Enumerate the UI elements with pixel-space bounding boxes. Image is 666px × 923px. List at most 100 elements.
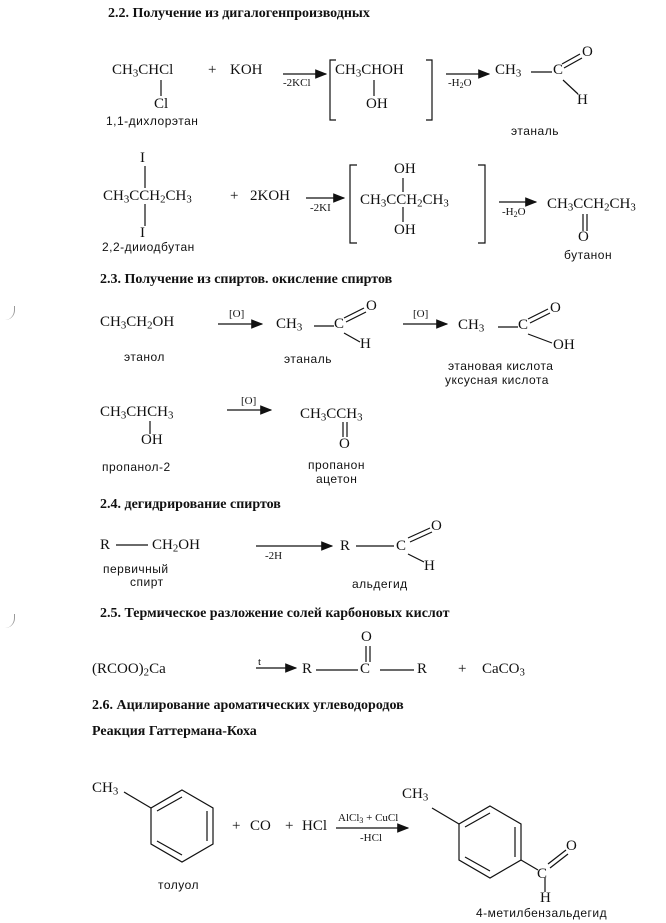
r3-reactant-name: этанол	[124, 350, 165, 364]
heading-section-2-5: 2.5. Термическое разложение солей карбон…	[100, 606, 450, 621]
aldehyde-ring-double-3	[464, 856, 491, 872]
r4-product: CH3CCH3	[300, 406, 363, 424]
r2-plus: +	[230, 188, 239, 204]
punch-hole-mark	[0, 306, 15, 320]
r3-p2-name-1: этановая кислота	[448, 359, 554, 373]
r6-product-r1: R	[302, 661, 313, 677]
r3-p1-ch3: CH3	[276, 316, 303, 334]
r1-product-ch3: CH3	[495, 62, 522, 80]
aldehyde-ring	[458, 805, 522, 879]
r6-reactant: (RCOO)2Ca	[92, 661, 166, 679]
r5-product-r: R	[340, 538, 351, 554]
r4-reactant: CH3CHCH3	[100, 404, 174, 422]
r1-intermediate-oh: OH	[366, 96, 388, 112]
r4-reactant-name: пропанол-2	[102, 460, 171, 474]
r5-product-name: альдегид	[352, 577, 408, 591]
r3-p2-c: C	[518, 317, 529, 333]
r7-product-name: 4-метилбензальдегид	[476, 906, 608, 920]
heading-section-2-4: 2.4. дегидрирование спиртов	[100, 497, 281, 512]
r7-product-o: O	[566, 838, 577, 854]
r2-intermediate: CH3CCH2CH3	[360, 192, 449, 210]
r3-p1-co-b	[345, 311, 367, 323]
punch-hole-mark	[0, 614, 15, 628]
r5-reactant-name-1: первичный	[103, 562, 169, 576]
r1-product-o: O	[582, 44, 593, 60]
r3-oxidant-1: [O]	[229, 308, 245, 320]
aldehyde-ch3-bond	[431, 807, 460, 825]
r3-p2-name-2: уксусная кислота	[445, 373, 549, 387]
r4-reactant-oh: OH	[141, 432, 163, 448]
r1-condition-1: -2KCl	[283, 77, 311, 89]
r5-condition: -2H	[265, 550, 283, 562]
r1-reactant: CH3CHCl	[112, 62, 174, 80]
r3-p2-oh: OH	[553, 337, 575, 353]
r7-reactant-name: толуол	[158, 878, 200, 892]
r1-ch-bond	[562, 79, 579, 95]
r6-byproduct: CaCO3	[482, 661, 525, 679]
toluene-ch3-bond	[123, 791, 152, 809]
r3-p1-c: C	[334, 316, 345, 332]
heading-section-2-6: 2.6. Ацилирование ароматических углеводо…	[92, 698, 404, 713]
r5-reactant-name-2: спирт	[130, 575, 164, 589]
r6-plus: +	[458, 661, 467, 677]
r2-product: CH3CCH2CH3	[547, 196, 636, 214]
r5-co-b	[409, 531, 433, 543]
r3-p1-co-a	[343, 307, 365, 319]
r7-plus-2: +	[285, 818, 294, 834]
r7-toluene-ch3: CH3	[92, 780, 119, 798]
subheading-gattermann-koch: Реакция Гаттермана-Коха	[92, 724, 257, 739]
r6-product-c: C	[360, 661, 371, 677]
heading-section-2-2: 2.2. Получение из дигалогенпроизводных	[108, 6, 370, 21]
r3-p1-ch	[343, 332, 361, 343]
r7-product-h: H	[540, 890, 551, 906]
r4-product-name-2: ацетон	[316, 472, 358, 486]
r1-condition-2: -H2O	[448, 77, 472, 90]
r4-oxidant: [O]	[241, 395, 257, 407]
r7-condition-top: AlCl3 + CuCl	[338, 812, 399, 825]
r5-ch	[407, 553, 425, 563]
r2-intermediate-oh-bottom: OH	[394, 222, 416, 238]
r7-co: CO	[250, 818, 271, 834]
r1-reactant-name: 1,1-дихлорэтан	[106, 114, 199, 128]
toluene-ring-double-1	[156, 796, 183, 812]
r5-co-a	[407, 527, 431, 539]
r1-product-h: H	[577, 92, 588, 108]
aldehyde-ring-double-1	[464, 812, 491, 828]
r2-condition-2: -H2O	[502, 206, 526, 219]
r3-p1-o: O	[366, 298, 377, 314]
r2-bracket-left	[349, 164, 357, 244]
r6-condition: t	[258, 656, 262, 668]
r5-r: R	[100, 537, 111, 553]
r3-oxidant-2: [O]	[413, 308, 429, 320]
r4-product-o: O	[339, 436, 350, 452]
r7-hcl: HCl	[302, 818, 328, 834]
aldehyde-co-b	[549, 853, 569, 869]
r3-p2-coh	[527, 333, 553, 344]
r2-iodine-top: I	[140, 150, 145, 166]
aldehyde-ring-c-bond	[520, 859, 539, 871]
r2-reactant: CH3CCH2CH3	[103, 188, 192, 206]
r5-product-o: O	[431, 518, 442, 534]
r6-product-o: O	[361, 629, 372, 645]
r1-product-c: C	[553, 62, 564, 78]
r5-product-c: C	[396, 538, 407, 554]
r3-p2-o: O	[550, 300, 561, 316]
r1-co-bond-a	[561, 53, 581, 65]
r1-bracket-right	[426, 59, 433, 121]
heading-section-2-3: 2.3. Получение из спиртов. окисление спи…	[100, 272, 393, 287]
r3-p2-co-a	[527, 308, 549, 320]
r4-product-name-1: пропанон	[308, 458, 365, 472]
r3-p2-co-b	[529, 312, 551, 324]
r7-condition-bottom: -HCl	[360, 832, 382, 844]
r3-p1-name: этаналь	[284, 352, 332, 366]
toluene-ring-double-3	[156, 840, 183, 856]
r3-p1-h: H	[360, 336, 371, 352]
r1-reactant-cl: Cl	[154, 96, 169, 112]
aldehyde-co-a	[547, 849, 567, 865]
r1-intermediate: CH3CHOH	[335, 62, 404, 80]
r1-co-bond-b	[563, 57, 583, 69]
r2-reactant-name: 2,2-дииодбутан	[102, 240, 195, 254]
r2-iodine-bottom: I	[140, 225, 145, 241]
r2-product-name: бутанон	[564, 248, 613, 262]
